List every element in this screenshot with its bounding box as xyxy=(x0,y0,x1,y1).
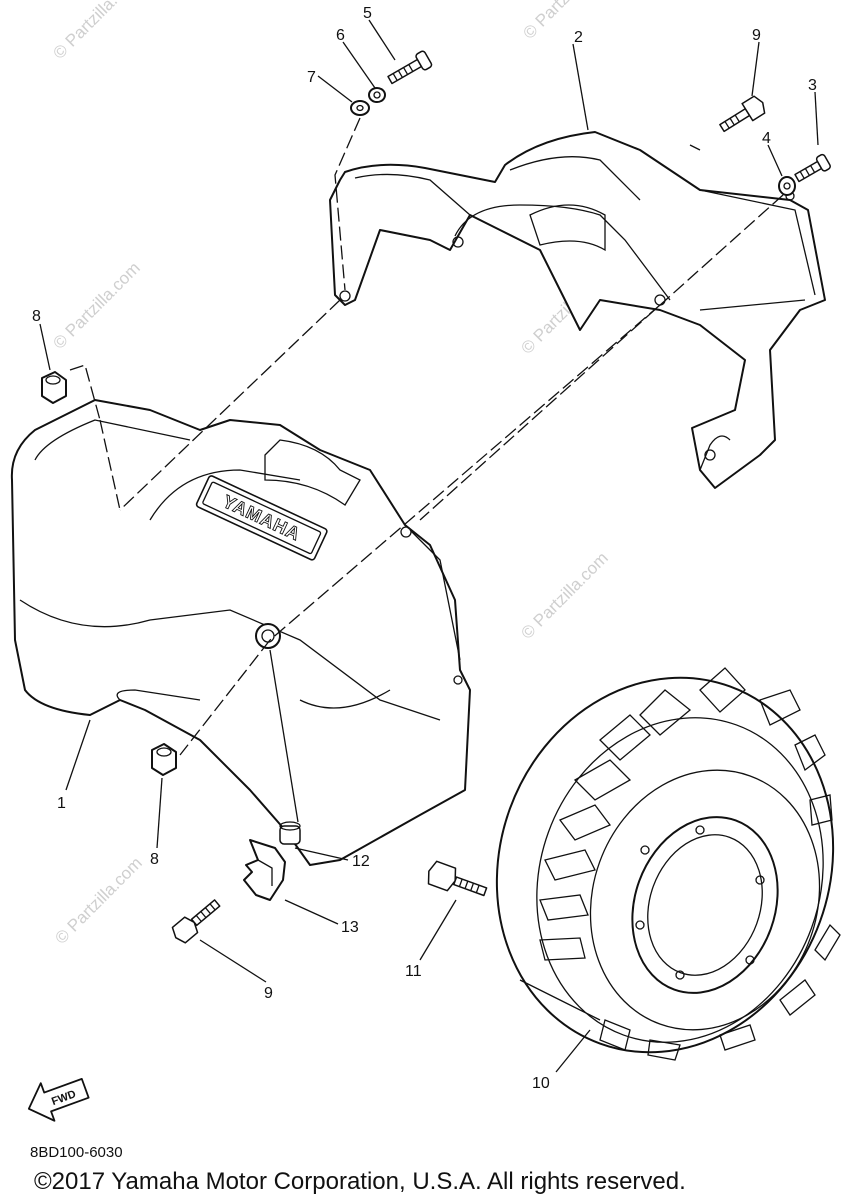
callout-13: 13 xyxy=(341,919,359,936)
bolt-9-bottom xyxy=(171,899,221,944)
clip-13 xyxy=(243,839,286,901)
flywheel-fan-part xyxy=(495,667,841,1061)
callout-6: 6 xyxy=(336,27,345,44)
callout-8-top: 8 xyxy=(32,308,41,325)
nut-8-top xyxy=(41,371,67,404)
collar-12 xyxy=(279,821,301,845)
watermark: © Partzilla.com xyxy=(49,0,143,63)
main-cover-part: YAMAHA xyxy=(10,399,471,866)
lock-washer-6 xyxy=(368,87,386,103)
watermark: © Partzilla.com xyxy=(51,853,145,947)
bolt-9-top xyxy=(719,95,766,133)
callout-9-bottom: 9 xyxy=(264,985,273,1002)
callout-10: 10 xyxy=(532,1075,550,1092)
diagram-code: 8BD100-6030 xyxy=(30,1144,123,1161)
callout-9-top: 9 xyxy=(752,27,761,44)
bolt-5 xyxy=(387,50,433,85)
callout-labels: 1 2 3 4 5 6 7 8 8 9 9 10 11 12 13 xyxy=(32,5,817,1092)
watermark: © Partzilla.com xyxy=(517,548,611,642)
upper-shroud-part xyxy=(329,131,826,489)
fasteners xyxy=(41,50,831,944)
fwd-arrow-icon: FWD xyxy=(27,1077,90,1122)
watermark: © Partzilla.com xyxy=(49,258,143,352)
callout-12: 12 xyxy=(352,853,370,870)
washer-7 xyxy=(350,100,370,116)
callout-2: 2 xyxy=(574,29,583,46)
screw-3 xyxy=(794,153,831,183)
callout-3: 3 xyxy=(808,77,817,94)
callout-4: 4 xyxy=(762,130,771,147)
callout-5: 5 xyxy=(363,5,372,22)
callout-11: 11 xyxy=(405,963,422,980)
callout-7: 7 xyxy=(307,69,316,86)
washer-4 xyxy=(778,176,796,196)
watermark: © Partzilla.com xyxy=(519,0,613,43)
leader-lines xyxy=(39,19,819,1073)
copyright-notice: ©2017 Yamaha Motor Corporation, U.S.A. A… xyxy=(34,1168,686,1195)
callout-8-bottom: 8 xyxy=(150,851,159,868)
callout-1: 1 xyxy=(57,795,66,812)
assembly-lines xyxy=(69,117,784,756)
bolt-11 xyxy=(427,860,488,897)
nut-8-bottom xyxy=(151,743,177,776)
